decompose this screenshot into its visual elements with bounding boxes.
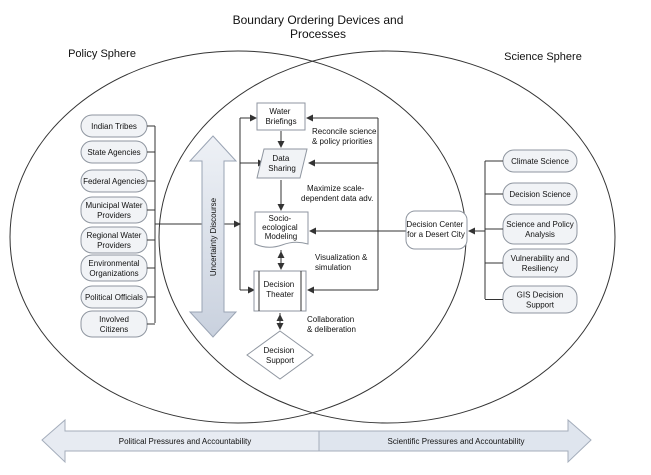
decision-support-box (246, 330, 314, 380)
data-sharing-label: Data Sharing (268, 154, 296, 173)
diagram-title-line2: Processes (290, 27, 346, 41)
policy-sphere-label: Policy Sphere (68, 48, 136, 60)
maximize-label: Maximize scale- dependent data adv. (301, 184, 373, 203)
water-briefings-label: Water Briefings (265, 107, 296, 126)
diagram-title-line1: Boundary Ordering Devices and (233, 13, 404, 27)
data-sharing-box (256, 148, 308, 179)
policy-actor-label: State Agencies (87, 148, 140, 157)
policy-actor-label: Federal Agencies (83, 177, 145, 186)
political-pressure-label: Political Pressures and Accountability (119, 437, 252, 446)
science-actor-label: Climate Science (511, 157, 569, 166)
reconcile-label: Reconcile science & policy priorities (312, 127, 379, 146)
visualization-label: Visualization & simulation (315, 253, 370, 272)
dcdc-box (405, 210, 468, 250)
policy-actor-label: Indian Tribes (91, 122, 137, 131)
socio-ecological-modeling-box (254, 211, 309, 248)
decision-theater-label: Decision Theater (264, 280, 297, 299)
collaboration-label: Collaboration & deliberation (307, 315, 356, 334)
decision-theater-box (253, 270, 307, 312)
science-sphere-label: Science Sphere (504, 51, 582, 63)
dcdc-label: Decision Center for a Desert City (406, 220, 465, 239)
decision-support-label: Decision Support (264, 346, 297, 365)
policy-sphere-circle (9, 50, 467, 424)
scientific-pressure-label: Scientific Pressures and Accountability (388, 437, 525, 446)
uncertainty-discourse-arrow (188, 135, 238, 338)
socio-ecological-modeling-label: Socio- ecological Modeling (262, 214, 300, 241)
water-briefings-box (256, 102, 306, 131)
uncertainty-discourse-label: Uncertainty Discourse (209, 197, 218, 276)
scientific-pressure-arrow (318, 418, 592, 464)
policy-actor-label: Political Officials (85, 293, 143, 302)
science-sphere-circle (158, 50, 616, 424)
science-actor-box (502, 213, 578, 245)
science-actor-label: Decision Science (509, 190, 571, 199)
